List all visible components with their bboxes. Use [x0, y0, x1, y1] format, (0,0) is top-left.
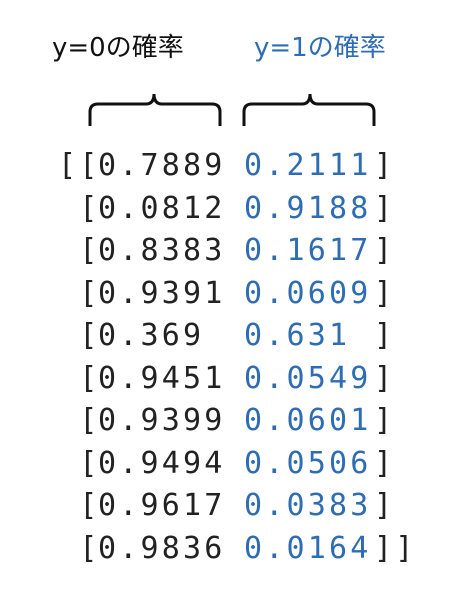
array-close-bracket: ]	[374, 190, 396, 226]
y0-probability-value: 0.9836	[98, 530, 226, 566]
array-close-bracket: ]	[374, 488, 396, 523]
array-open-bracket: [	[58, 190, 101, 226]
y1-probability-label: y=1の確率	[254, 33, 386, 63]
y1-probability-value: 0.2111	[244, 148, 372, 183]
y1-probability-value: 0.0383	[244, 488, 372, 523]
y1-probability-value: 0.0164	[244, 530, 372, 566]
array-open-bracket: [	[58, 403, 101, 438]
y0-probability-value: 0.9399	[98, 403, 226, 438]
y1-column-brace	[242, 93, 376, 126]
y0-probability-value: 0.0812	[98, 190, 226, 226]
y0-probability-value: 0.9494	[98, 445, 226, 481]
y1-probability-value: 0.1617	[244, 233, 372, 268]
y0-probability-value: 0.7889	[98, 148, 226, 183]
array-open-bracket: [	[58, 530, 101, 566]
y1-probability-value: 0.0601	[244, 403, 372, 438]
y0-column-brace	[88, 93, 222, 126]
y0-probability-value: 0.8383	[98, 233, 226, 268]
array-close-bracket: ]	[374, 360, 396, 396]
array-close-bracket: ]	[374, 275, 396, 311]
y1-probability-value: 0.0506	[244, 445, 372, 481]
array-close-bracket: ]	[374, 318, 396, 353]
y0-probability-value: 0.9617	[98, 488, 226, 523]
array-close-bracket: ]	[374, 148, 396, 183]
y0-probability-value: 0.9451	[98, 360, 226, 396]
array-open-bracket: [	[58, 318, 101, 353]
y0-probability-value: 0.369	[98, 318, 226, 353]
y1-probability-value: 0.631	[244, 318, 372, 353]
array-close-bracket: ]	[374, 403, 396, 438]
array-open-bracket: [	[58, 233, 101, 268]
column-braces	[88, 93, 376, 126]
y1-probability-column: 0.2111 0.9188 0.1617 0.0609 0.631 0.0549 0.06…	[244, 145, 372, 570]
array-close-bracket: ]	[374, 445, 396, 481]
y0-probability-value: 0.9391	[98, 275, 226, 311]
array-open-bracket: [	[58, 275, 101, 311]
array-open-bracket: [	[58, 360, 101, 396]
array-open-bracket: [	[58, 488, 101, 523]
array-close-bracket: ]	[374, 233, 396, 268]
array-open-bracket: [[	[58, 148, 101, 183]
y0-probability-label: y=0の確率	[52, 33, 184, 63]
y0-probability-column: 0.7889 0.0812 0.8383 0.9391 0.369 0.9451 0.93…	[98, 145, 226, 570]
array-open-bracket: [	[58, 445, 101, 481]
array-close-brackets: ]]]]]]]]]]]	[374, 145, 417, 570]
array-close-bracket: ]]	[374, 530, 417, 566]
y1-probability-value: 0.0549	[244, 360, 372, 396]
y1-probability-value: 0.0609	[244, 275, 372, 311]
array-open-brackets: [[ [ [ [ [ [ [ [ [ [	[58, 145, 101, 570]
y1-probability-value: 0.9188	[244, 190, 372, 226]
